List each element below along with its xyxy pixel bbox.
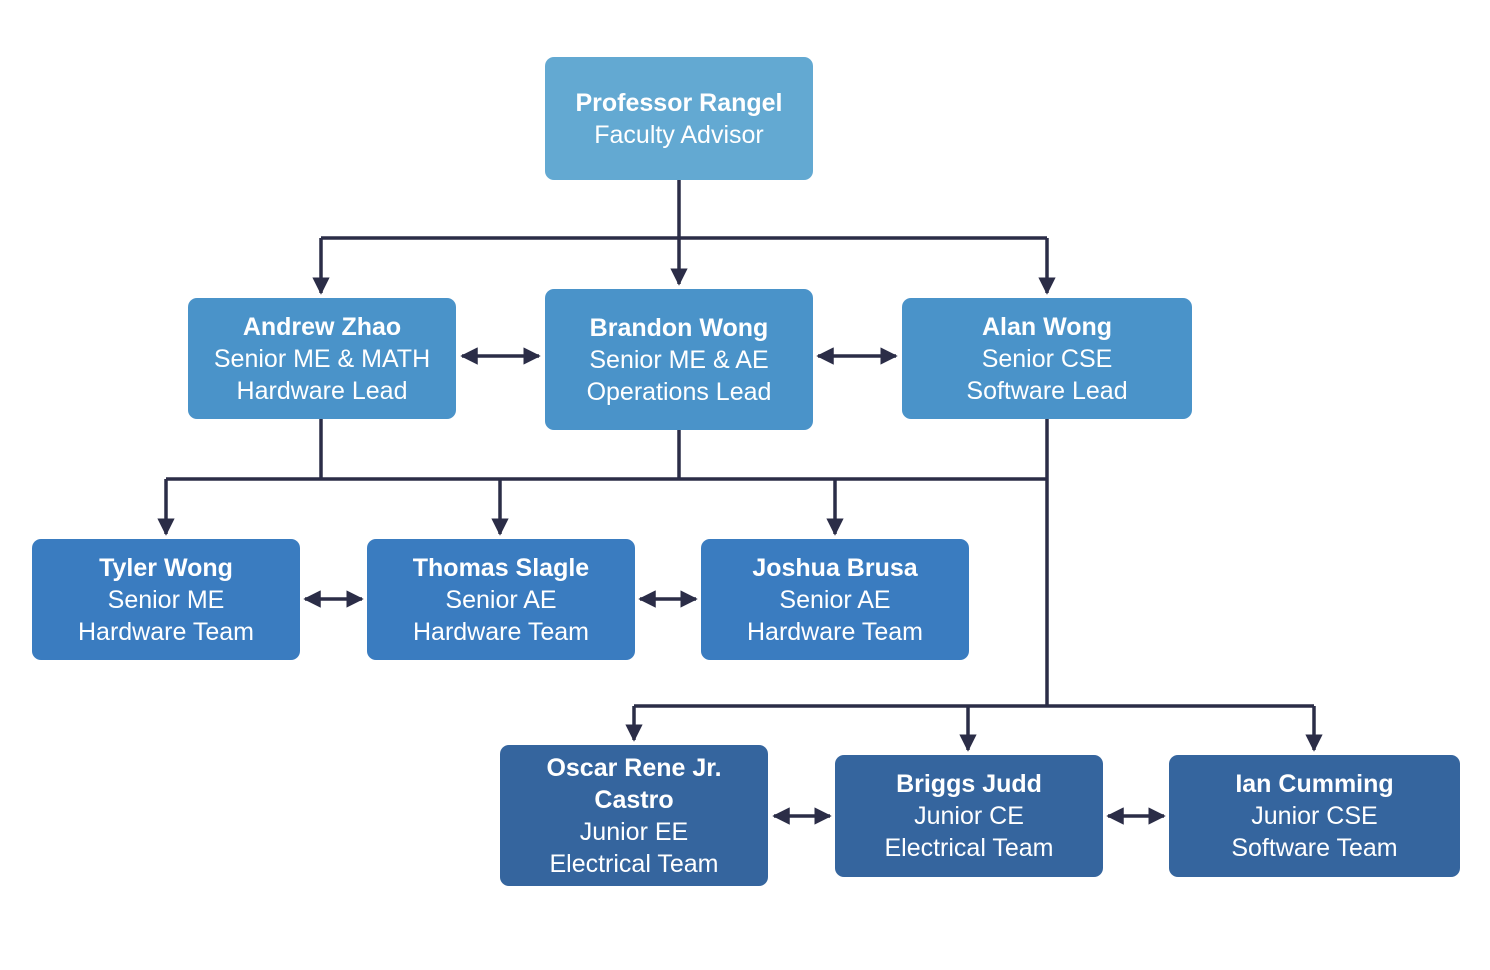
node-role: Electrical Team — [549, 849, 719, 878]
node-major: Junior CSE — [1251, 802, 1378, 830]
node-role: Software Team — [1231, 834, 1398, 862]
node-role: Hardware Team — [746, 617, 923, 646]
node-joshua-brusa: Joshua Brusa Senior AE Hardware Team — [701, 539, 969, 660]
node-name: Brandon Wong — [589, 313, 769, 342]
node-major: Senior ME & AE — [589, 345, 769, 374]
node-alan-wong: Alan Wong Senior CSE Software Lead — [902, 298, 1192, 419]
node-oscar-castro: Oscar Rene Jr. Castro Junior EE Electric… — [500, 745, 768, 886]
node-major: Junior EE — [579, 817, 689, 846]
node-name: Professor Rangel — [575, 88, 783, 117]
node-name: Ian Cumming — [1235, 770, 1394, 798]
node-name-continued: Castro — [594, 785, 674, 814]
node-major: Senior CSE — [981, 344, 1113, 373]
node-ian-cumming: Ian Cumming Junior CSE Software Team — [1169, 755, 1460, 877]
node-major: Junior CE — [914, 802, 1024, 830]
node-role: Software Lead — [966, 376, 1128, 405]
node-major: Senior ME & MATH — [213, 344, 431, 373]
node-name: Thomas Slagle — [412, 553, 590, 582]
node-role: Hardware Team — [77, 617, 254, 646]
node-major: Senior AE — [445, 585, 557, 614]
node-thomas-slagle: Thomas Slagle Senior AE Hardware Team — [367, 539, 635, 660]
node-briggs-judd: Briggs Judd Junior CE Electrical Team — [835, 755, 1103, 877]
node-role: Electrical Team — [884, 834, 1054, 862]
node-role: Operations Lead — [586, 377, 772, 406]
node-role: Hardware Lead — [236, 376, 408, 405]
node-role: Faculty Advisor — [594, 120, 764, 149]
node-role: Hardware Team — [412, 617, 589, 646]
node-name: Alan Wong — [981, 312, 1113, 341]
node-major: Senior ME — [107, 585, 225, 614]
node-name: Briggs Judd — [896, 770, 1042, 798]
node-andrew-zhao: Andrew Zhao Senior ME & MATH Hardware Le… — [188, 298, 456, 419]
node-name: Oscar Rene Jr. — [546, 753, 722, 782]
node-tyler-wong: Tyler Wong Senior ME Hardware Team — [32, 539, 300, 660]
node-name: Tyler Wong — [99, 553, 233, 582]
node-brandon-wong: Brandon Wong Senior ME & AE Operations L… — [545, 289, 813, 430]
node-name: Joshua Brusa — [752, 553, 918, 582]
node-major: Senior AE — [779, 585, 891, 614]
node-name: Andrew Zhao — [242, 312, 402, 341]
node-professor-rangel: Professor Rangel Faculty Advisor — [545, 57, 813, 180]
